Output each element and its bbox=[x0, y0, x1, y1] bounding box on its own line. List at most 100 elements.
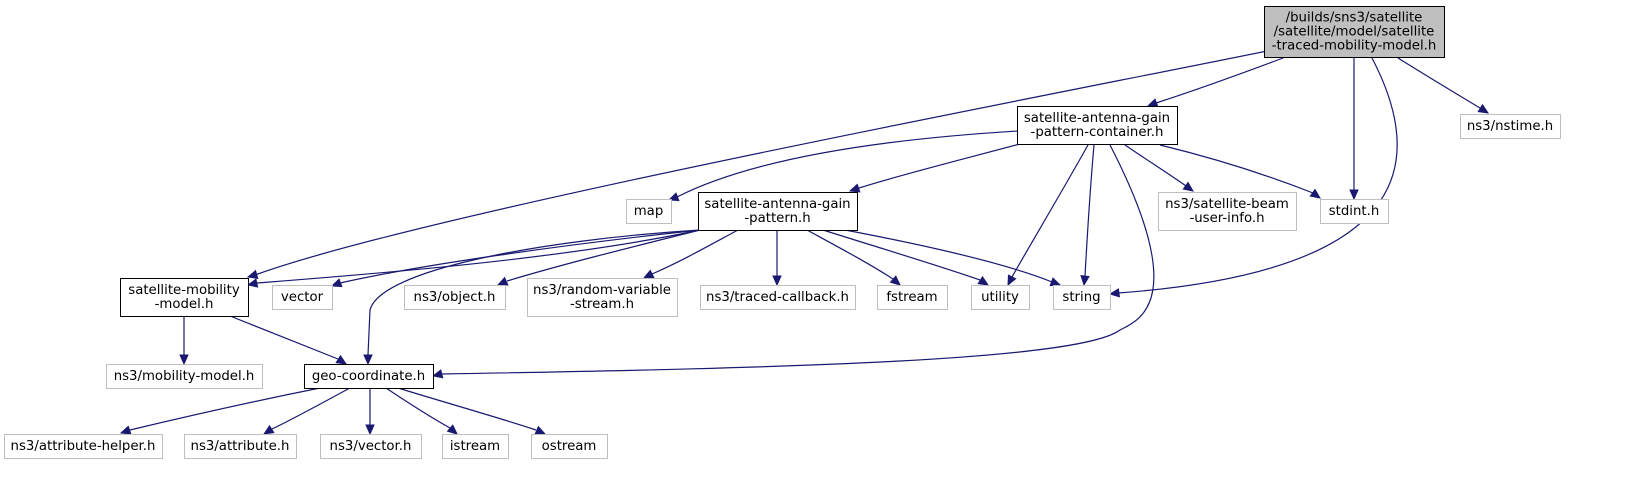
edge-line bbox=[506, 229, 701, 282]
node-label-line: ns3/random-variable bbox=[533, 283, 671, 298]
edge-line bbox=[440, 144, 1155, 375]
edge-arrowhead bbox=[772, 275, 782, 287]
node-traced-callback: ns3/traced-callback.h bbox=[700, 285, 856, 310]
node-stdint: stdint.h bbox=[1320, 199, 1389, 224]
edge-traced_mobility-to-nstime bbox=[1397, 57, 1490, 114]
edge-traced_mobility-to-mobility_model bbox=[246, 49, 1273, 279]
node-label-line: ns3/object.h bbox=[414, 290, 496, 305]
node-label-line: fstream bbox=[886, 290, 937, 305]
node-box bbox=[877, 285, 948, 310]
edge-line bbox=[254, 49, 1273, 276]
node-box bbox=[971, 285, 1030, 310]
edge-arrowhead bbox=[667, 192, 680, 202]
node-label-line: ns3/satellite-beam bbox=[1165, 197, 1289, 212]
edge-arrowhead bbox=[1309, 188, 1322, 199]
node-ns3-mobility: ns3/mobility-model.h bbox=[106, 364, 263, 389]
edge-line bbox=[1155, 57, 1284, 104]
node-box bbox=[304, 364, 434, 389]
node-label-line: map bbox=[634, 204, 664, 219]
edge-arrowhead bbox=[335, 354, 348, 365]
edge-line bbox=[858, 143, 1021, 189]
edge-line bbox=[1117, 57, 1398, 294]
edge-line bbox=[676, 130, 1019, 198]
node-box bbox=[1264, 6, 1445, 58]
node-label-line: ns3/attribute-helper.h bbox=[11, 439, 156, 454]
edge-gain_container-to-gain_pattern bbox=[848, 143, 1021, 193]
edge-traced_mobility-to-gain_container bbox=[1146, 57, 1284, 108]
node-label-line: utility bbox=[981, 290, 1019, 305]
edge-gain_pattern-to-geo_coordinate bbox=[363, 229, 701, 366]
edge-arrowhead bbox=[977, 275, 990, 286]
edge-line bbox=[651, 229, 739, 275]
edge-arrowhead bbox=[1080, 275, 1090, 287]
node-label-line: ns3/nstime.h bbox=[1467, 119, 1553, 134]
edge-gain_pattern-to-random_variable bbox=[642, 229, 739, 279]
edge-gain_pattern-to-mobility_model bbox=[246, 229, 701, 288]
edge-line bbox=[1159, 144, 1314, 194]
edge-arrowhead bbox=[363, 354, 373, 366]
node-box bbox=[1320, 199, 1389, 224]
node-label-line: ostream bbox=[542, 439, 597, 454]
node-ostream: ostream bbox=[531, 434, 608, 459]
node-box bbox=[442, 434, 509, 459]
edge-line bbox=[397, 387, 537, 431]
node-object: ns3/object.h bbox=[404, 285, 506, 310]
node-random-variable: ns3/random-variable-stream.h bbox=[527, 278, 678, 317]
node-label-line: satellite-antenna-gain bbox=[704, 197, 850, 212]
edge-arrowhead bbox=[889, 275, 901, 286]
edge-arrowhead bbox=[534, 425, 547, 435]
node-label-line: ns3/mobility-model.h bbox=[114, 369, 255, 384]
node-label-line: -stream.h bbox=[570, 297, 634, 312]
node-box bbox=[106, 364, 263, 389]
edge-gain_pattern-to-traced_callback bbox=[772, 230, 782, 287]
edge-gain_container-to-string bbox=[1080, 144, 1095, 287]
node-box bbox=[531, 434, 608, 459]
edge-geo_coordinate-to-attribute bbox=[262, 387, 351, 435]
edge-line bbox=[806, 229, 894, 280]
node-box bbox=[1053, 285, 1111, 310]
node-box bbox=[626, 199, 672, 224]
node-vector: vector bbox=[272, 285, 333, 310]
nodes-layer: /builds/sns3/satellite/satellite/model/s… bbox=[4, 6, 1561, 459]
node-gain-container[interactable]: satellite-antenna-gain-pattern-container… bbox=[1017, 106, 1178, 145]
edge-arrowhead bbox=[1477, 103, 1490, 114]
node-gain-pattern[interactable]: satellite-antenna-gain-pattern.h bbox=[698, 192, 858, 231]
edge-geo_coordinate-to-ostream bbox=[397, 387, 547, 435]
node-geo-coordinate[interactable]: geo-coordinate.h bbox=[304, 364, 434, 389]
edge-gain_pattern-to-fstream bbox=[806, 229, 901, 286]
node-label-line: ns3/traced-callback.h bbox=[706, 290, 849, 305]
node-traced-mobility: /builds/sns3/satellite/satellite/model/s… bbox=[1264, 6, 1445, 58]
node-label-line: geo-coordinate.h bbox=[312, 369, 425, 384]
node-box bbox=[1017, 106, 1178, 145]
node-box bbox=[184, 434, 297, 459]
edge-line bbox=[385, 387, 451, 429]
edge-arrowhead bbox=[246, 269, 259, 279]
edge-line bbox=[367, 229, 701, 356]
edge-arrowhead bbox=[1182, 181, 1195, 192]
node-istream: istream bbox=[442, 434, 509, 459]
node-label-line: -pattern-container.h bbox=[1031, 125, 1164, 140]
node-mobility-model[interactable]: satellite-mobility-model.h bbox=[120, 278, 249, 317]
edge-gain_pattern-to-string bbox=[844, 229, 1062, 287]
edge-arrowhead bbox=[642, 269, 655, 279]
node-beam-user-info: ns3/satellite-beam-user-info.h bbox=[1158, 192, 1297, 231]
node-attribute: ns3/attribute.h bbox=[184, 434, 297, 459]
edge-geo_coordinate-to-attribute_helper bbox=[119, 387, 321, 435]
edge-arrowhead bbox=[446, 424, 458, 435]
edge-gain_pattern-to-vector bbox=[330, 229, 701, 288]
edge-line bbox=[256, 229, 701, 284]
edge-line bbox=[844, 229, 1053, 283]
edge-gain_container-to-stdint bbox=[1159, 144, 1322, 199]
edge-mobility_model-to-ns3_mobility bbox=[179, 316, 189, 366]
node-label-line: istream bbox=[450, 439, 500, 454]
node-label-line: ns3/vector.h bbox=[330, 439, 412, 454]
edge-arrowhead bbox=[330, 278, 343, 288]
node-string: string bbox=[1053, 285, 1111, 310]
edge-arrowhead bbox=[431, 369, 444, 379]
node-label-line: satellite-antenna-gain bbox=[1024, 111, 1170, 126]
node-box bbox=[527, 278, 678, 317]
node-label-line: -model.h bbox=[155, 297, 214, 312]
edge-line bbox=[1084, 144, 1095, 277]
edge-arrowhead bbox=[1108, 288, 1121, 298]
